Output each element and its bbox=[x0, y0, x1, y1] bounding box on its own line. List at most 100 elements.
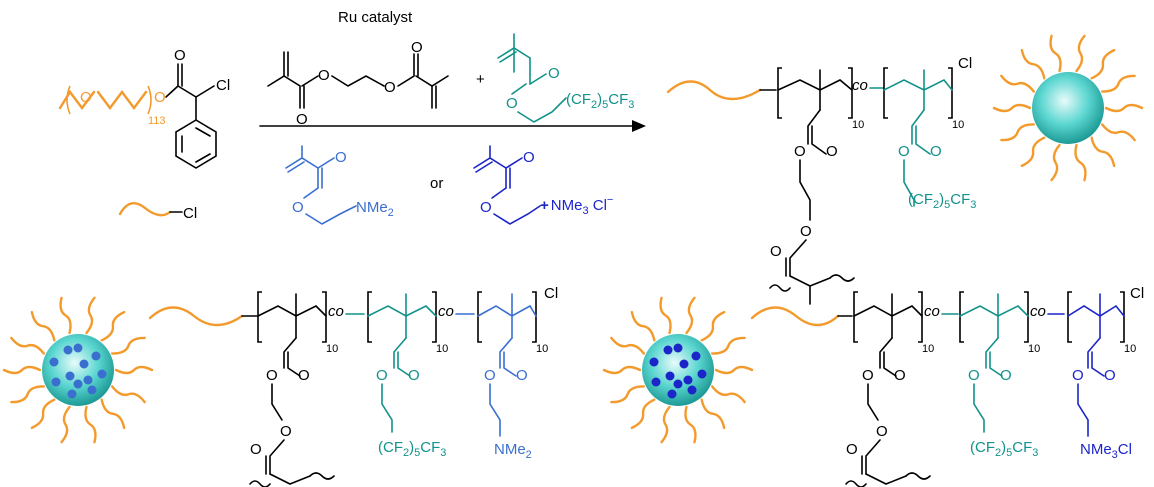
micelle-arm bbox=[630, 310, 656, 342]
crosslinker-carbonyl-o: O bbox=[296, 111, 308, 128]
product-ammonium-polymer: 10 co 10 co 10 Cl O O O O O O (CF2)5CF3 … bbox=[750, 285, 1144, 487]
peg-oxygen: O bbox=[80, 89, 92, 106]
p1-fluoro-ester-o: O bbox=[898, 143, 910, 160]
product-fluoro-polymer: 10 co 10 Cl O O O O O O (CF2)5CF3 bbox=[666, 55, 976, 305]
micelle-arm bbox=[660, 405, 671, 444]
charged-group-dot bbox=[649, 357, 659, 367]
fluorinated-monomer: O O (CF2)5CF3 bbox=[497, 33, 634, 123]
micelle-arm bbox=[30, 398, 56, 430]
dp-block-1: 10 bbox=[852, 119, 864, 131]
micelle-arm bbox=[10, 336, 45, 355]
p3-ester-o2: O bbox=[876, 423, 888, 440]
or-label: or bbox=[430, 175, 443, 192]
p3-ammonium-group: NMe3Cl bbox=[1080, 441, 1132, 461]
micelle-arm bbox=[610, 336, 645, 355]
p1-carbonyl-o: O bbox=[826, 143, 838, 160]
crosslinker-carbonyl-o2: O bbox=[411, 39, 423, 56]
initiator-chlorine: Cl bbox=[216, 77, 230, 94]
micelle-arm bbox=[992, 103, 1032, 113]
micelle-arm bbox=[1020, 48, 1046, 80]
end-chlorine-ammonium: Cl bbox=[1130, 285, 1144, 302]
micelle-arm bbox=[1101, 74, 1136, 93]
ester-oxygen-link: O bbox=[154, 89, 166, 106]
p2-amine-ester-o: O bbox=[484, 367, 496, 384]
micelle-arm bbox=[85, 296, 96, 335]
shorthand-chlorine: Cl bbox=[183, 205, 197, 222]
dma-ester-o: O bbox=[292, 199, 304, 216]
charged-group-dot bbox=[663, 345, 673, 355]
dp-ammonium-3: 10 bbox=[1124, 343, 1136, 355]
dp-ammonium-1: 10 bbox=[922, 343, 934, 355]
micelle-arm bbox=[1104, 103, 1144, 113]
catalyst-label: Ru catalyst bbox=[338, 9, 413, 26]
p3-fluoro-tail: (CF2)5CF3 bbox=[970, 439, 1038, 459]
micelle-arm bbox=[1090, 48, 1116, 80]
charged-group-dot bbox=[63, 345, 73, 355]
micelle-arm bbox=[1000, 123, 1035, 142]
end-chlorine-amine: Cl bbox=[544, 285, 558, 302]
micelle-arm bbox=[1050, 143, 1061, 182]
peg-repeat-count: 113 bbox=[148, 115, 166, 127]
initiator-shorthand: Cl bbox=[118, 202, 197, 222]
co-amine-1: co bbox=[328, 303, 344, 320]
co-amine-2: co bbox=[438, 303, 454, 320]
charged-group-dot bbox=[49, 357, 59, 367]
micelle-arm bbox=[1000, 74, 1035, 93]
p3-carbonyl-o: O bbox=[894, 367, 906, 384]
charged-group-dot bbox=[691, 351, 701, 361]
p1-fluoro-tail: (CF2)5CF3 bbox=[908, 191, 976, 211]
dp-amine-2: 10 bbox=[436, 343, 448, 355]
micelle-arm bbox=[714, 365, 754, 375]
charged-group-dot bbox=[697, 369, 707, 379]
p3-fluoro-carbonyl-o: O bbox=[1000, 367, 1012, 384]
peg-initiator: O 113 O O Cl bbox=[58, 47, 230, 169]
dma-amine: NMe2 bbox=[356, 199, 394, 219]
micelle-arm bbox=[1090, 136, 1116, 168]
p3-fluoro-ester-o: O bbox=[968, 367, 980, 384]
micelle-arm bbox=[59, 296, 72, 335]
p2-fluoro-tail: (CF2)5CF3 bbox=[378, 439, 446, 459]
micelle-arm bbox=[659, 296, 672, 335]
p3-ammonium-carbonyl-o: O bbox=[1104, 367, 1116, 384]
crosslinker-monomer: O O O O bbox=[267, 39, 449, 128]
p1-carbonyl-o2: O bbox=[770, 243, 782, 260]
fluoro-carbonyl-o: O bbox=[548, 65, 560, 82]
micelle-arm bbox=[100, 398, 126, 430]
crosslinker-ester-o: O bbox=[318, 67, 330, 84]
micelle-arm bbox=[2, 365, 42, 375]
micelle-arm bbox=[1020, 136, 1046, 168]
p1-fluoro-carbonyl-o: O bbox=[930, 143, 942, 160]
co-ammonium-1: co bbox=[924, 303, 940, 320]
charged-group-dot bbox=[87, 385, 97, 395]
charged-group-dot bbox=[67, 389, 77, 399]
micelle-arm bbox=[602, 365, 642, 375]
p2-amine-group: NMe2 bbox=[494, 441, 532, 461]
p2-carbonyl-o2: O bbox=[250, 441, 262, 458]
p2-ester-o: O bbox=[266, 367, 278, 384]
charged-group-dot bbox=[65, 371, 75, 381]
tma-carbonyl-o: O bbox=[523, 149, 535, 166]
crosslink-squiggle-3 bbox=[845, 472, 931, 487]
micelle-arm bbox=[1075, 34, 1086, 73]
charged-group-dot bbox=[83, 375, 93, 385]
ammonium-monomer: O O +NMe3 Cl− bbox=[473, 145, 613, 225]
micelle-amine bbox=[2, 296, 154, 444]
charged-group-dot bbox=[97, 369, 107, 379]
micelle-arm bbox=[1049, 34, 1062, 73]
charged-group-dot bbox=[665, 371, 675, 381]
charged-group-dot bbox=[673, 343, 683, 353]
charged-group-dot bbox=[673, 379, 683, 389]
charged-group-dot bbox=[73, 343, 83, 353]
charged-group-dot bbox=[667, 389, 677, 399]
tma-ammonium: +NMe3 Cl− bbox=[540, 194, 613, 217]
charged-group-dot bbox=[79, 359, 89, 369]
fluoro-ester-o: O bbox=[506, 95, 518, 112]
charged-group-dot bbox=[91, 351, 101, 361]
micelle-arm bbox=[60, 405, 71, 444]
charged-group-dot bbox=[73, 379, 83, 389]
micelle-ammonium bbox=[602, 296, 754, 444]
co-label-1: co bbox=[852, 77, 868, 94]
p3-ester-o: O bbox=[862, 367, 874, 384]
micelle-arm bbox=[700, 310, 726, 342]
charged-group-dot bbox=[687, 385, 697, 395]
